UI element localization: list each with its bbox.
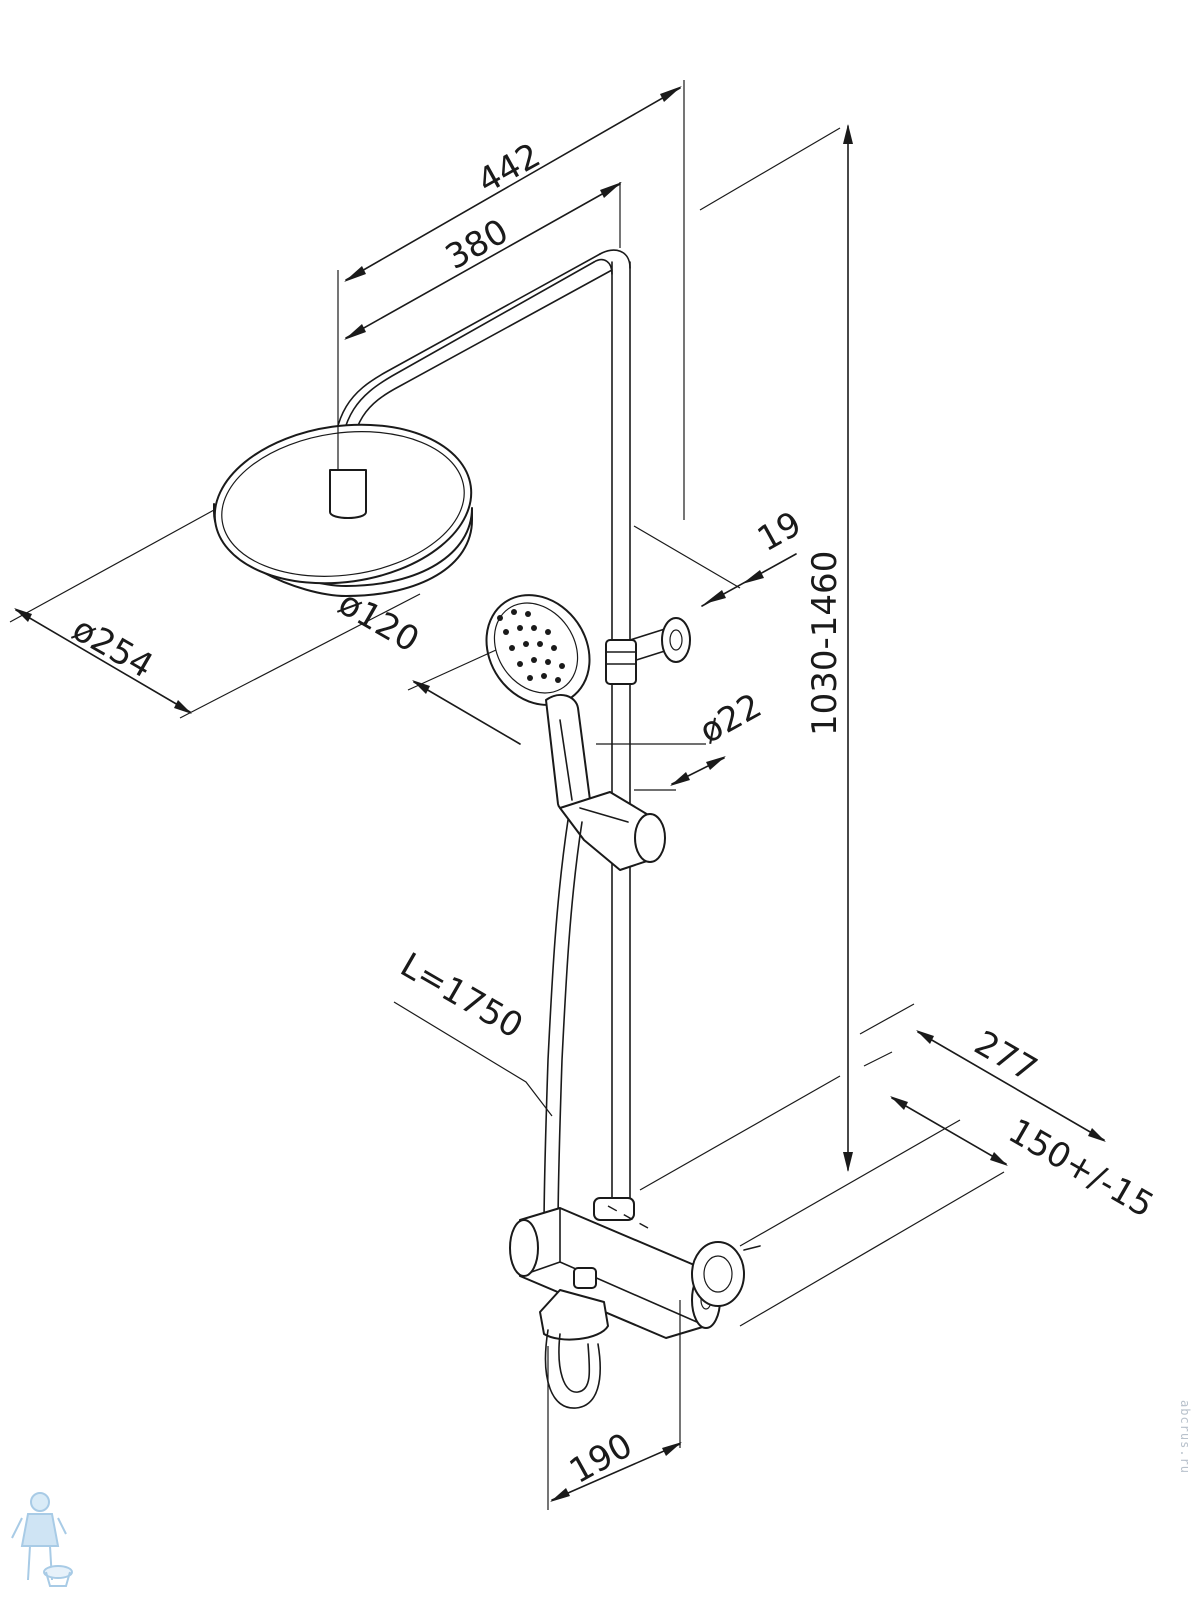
dim-height-label: 1030-1460 — [805, 551, 845, 736]
dim-380-label: 380 — [439, 211, 515, 277]
spray-nozzles — [497, 609, 565, 683]
hose-length-leader — [393, 1001, 553, 1117]
slider-holder — [559, 791, 666, 871]
diverter-knob — [573, 1267, 597, 1289]
dim-150-label: 150+/-15 — [1002, 1111, 1161, 1226]
dim-380-line — [345, 183, 621, 339]
hand-shower-handle — [545, 693, 591, 813]
riser-pipe — [611, 261, 631, 1219]
dim-19-label: 19 — [751, 504, 808, 560]
rain-shower-head — [213, 423, 473, 597]
dim-442-line — [345, 87, 681, 281]
dimension-lines — [9, 80, 1106, 1510]
shower-structure — [213, 249, 761, 1409]
upper-wall-bracket — [605, 617, 691, 685]
shower-hose — [543, 819, 583, 1231]
plumber-logo-icon — [11, 1492, 73, 1587]
site-watermark: abcrus.ru — [1178, 1400, 1192, 1475]
dim-442-label: 442 — [471, 135, 547, 201]
dim-190-label: 190 — [563, 1425, 639, 1491]
thermostatic-mixer — [509, 1197, 761, 1409]
wall-connector — [691, 1241, 745, 1307]
dim-254-label: ø254 — [66, 609, 160, 686]
hand-shower — [485, 594, 591, 813]
bath-spout — [539, 1289, 609, 1341]
left-handle — [509, 1219, 539, 1277]
dim-22-label: ø22 — [693, 686, 768, 752]
riser-elbow — [593, 249, 631, 275]
dim-277-label: 277 — [968, 1023, 1044, 1090]
dim-hose-label: L=1750 — [394, 945, 530, 1047]
hose-loop — [544, 1329, 601, 1409]
